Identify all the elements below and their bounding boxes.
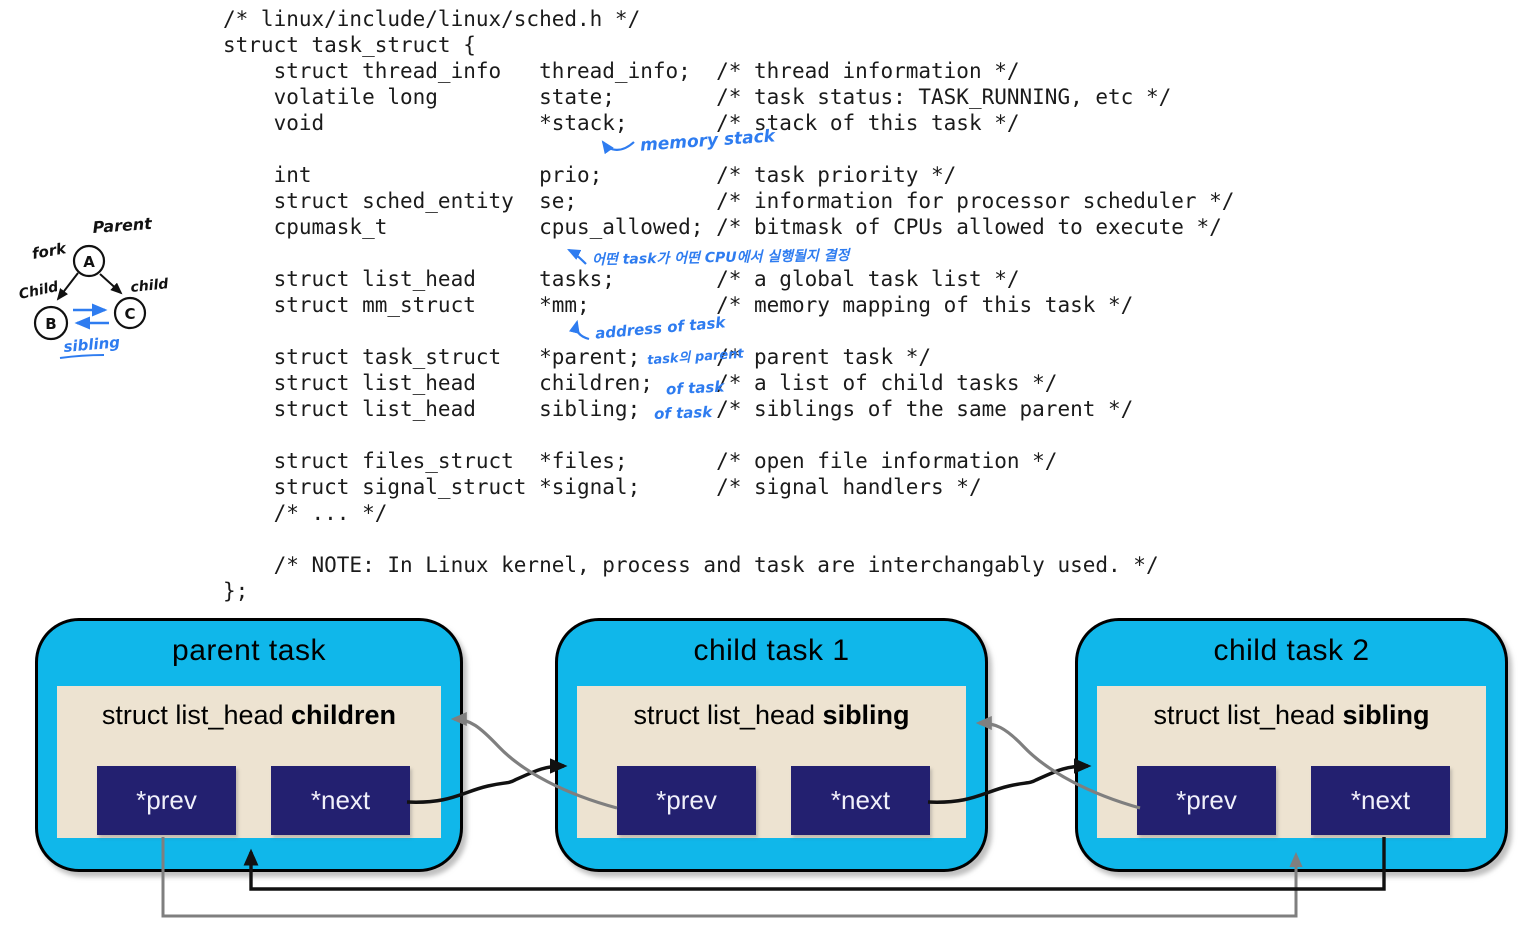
child-left-label: Child <box>18 279 61 303</box>
parent-task-box: parent task struct list_head children *p… <box>35 618 463 872</box>
struct-field-name: sibling <box>822 700 910 730</box>
node-a-circle <box>72 244 106 278</box>
child-task-1-box: child task 1 struct list_head sibling *p… <box>555 618 988 872</box>
annotation-children-of-task: of task <box>665 377 725 399</box>
fork-arrow-a-to-c <box>99 273 123 295</box>
child2-struct-label: struct list_head sibling <box>1097 700 1486 731</box>
fork-sibling-label: sibling <box>63 333 121 356</box>
fork-parent-label: Parent <box>92 214 154 237</box>
child1-prev-pointer: *prev <box>617 766 756 835</box>
parent-next-pointer: *next <box>271 766 410 835</box>
struct-field-name: children <box>291 700 397 730</box>
child1-struct-box: struct list_head sibling *prev *next <box>577 686 966 838</box>
child-task-2-box: child task 2 struct list_head sibling *p… <box>1075 618 1508 872</box>
child-right-label: child <box>130 276 170 296</box>
struct-field-name: sibling <box>1342 700 1430 730</box>
node-c-circle <box>113 296 147 330</box>
child2-next-pointer: *next <box>1311 766 1450 835</box>
struct-type: struct list_head <box>633 700 816 730</box>
parent-struct-label: struct list_head children <box>57 700 441 731</box>
parent-task-title: parent task <box>172 634 326 667</box>
node-b-circle <box>33 305 69 341</box>
fork-label: fork <box>31 239 69 263</box>
sibling-underline <box>59 354 105 359</box>
node-c-label: C <box>124 305 135 323</box>
parent-struct-box: struct list_head children *prev *next <box>57 686 441 838</box>
annotation-sibling-of-task: of task <box>653 402 713 424</box>
child1-struct-label: struct list_head sibling <box>577 700 966 731</box>
code-block: /* linux/include/linux/sched.h */ struct… <box>223 7 1235 603</box>
child1-next-pointer: *next <box>791 766 930 835</box>
child2-struct-box: struct list_head sibling *prev *next <box>1097 686 1486 838</box>
parent-prev-pointer: *prev <box>97 766 236 835</box>
node-a-label: A <box>83 253 95 271</box>
child2-prev-pointer: *prev <box>1137 766 1276 835</box>
fork-arrow-a-to-b <box>56 272 79 301</box>
struct-type: struct list_head <box>101 700 284 730</box>
struct-type: struct list_head <box>1153 700 1336 730</box>
child-task-2-title: child task 2 <box>1213 634 1370 667</box>
node-b-label: B <box>45 315 56 333</box>
child-task-1-title: child task 1 <box>693 634 850 667</box>
fork-sketch: Parent fork A Child child B C sibling <box>18 214 170 359</box>
